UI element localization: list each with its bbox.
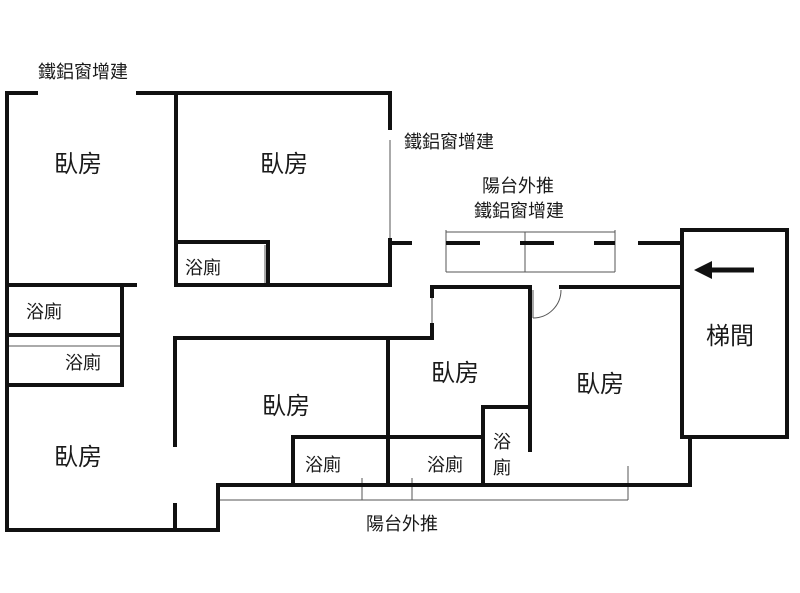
bedroom-mid-label: 臥房: [431, 359, 479, 387]
iron-window-note-balcony: 鐵鋁窗增建: [474, 201, 564, 222]
balcony-note-bottom: 陽台外推: [366, 514, 438, 535]
bath-s2-label: 浴廁: [427, 454, 463, 476]
bath-n-label: 浴廁: [185, 257, 221, 279]
bedroom-e-label: 臥房: [576, 370, 624, 398]
thin-lines: [7, 140, 629, 501]
walls: [5, 91, 789, 532]
iron-window-note-mid: 鐵鋁窗增建: [404, 132, 494, 153]
stairs-label: 梯間: [706, 322, 754, 350]
balcony-note-top: 陽台外推: [482, 176, 554, 197]
bath-w2-label: 浴廁: [65, 352, 101, 374]
left-arrow-icon: [694, 261, 754, 279]
bedroom-nw-label: 臥房: [54, 150, 102, 178]
bath-w1-label: 浴廁: [26, 301, 62, 323]
bath-s3-label-bottom: 廁: [493, 457, 511, 479]
bedroom-sw-label: 臥房: [54, 443, 102, 471]
bath-s1-label: 浴廁: [305, 454, 341, 476]
bedroom-n-label: 臥房: [260, 150, 308, 178]
bedroom-s-label: 臥房: [262, 392, 310, 420]
iron-window-note-top: 鐵鋁窗增建: [38, 62, 128, 83]
bath-s3-label-top: 浴: [493, 432, 511, 453]
